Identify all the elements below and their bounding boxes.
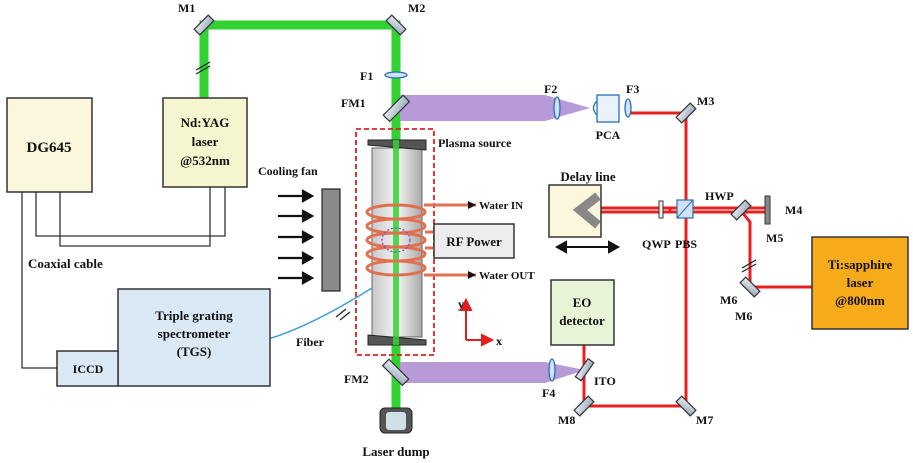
eo-label-line1: EO [573,295,592,310]
coil-leads [424,203,476,277]
mirror-fm2 [381,358,410,387]
mirror-m4 [764,195,771,225]
eo-label-line2: detector [559,313,605,328]
fiber [264,287,373,341]
cooling-fan [321,188,341,292]
m2-label: M2 [408,1,425,15]
water-out-label: Water OUT [479,270,535,282]
mirror-m6 [739,276,761,298]
eo-detector-box [550,279,615,346]
thz-beam-upper [400,95,590,121]
ndyag-label-line2: laser [192,134,219,149]
iccd-label: ICCD [73,362,104,376]
laser-dump-label: Laser dump [362,444,429,459]
plasma-glow [381,227,411,253]
tgs-label-line3: (TGS) [177,344,212,359]
mirror-ito [574,357,595,382]
mirror-m7 [675,395,697,417]
red-beam-break-mark [741,259,757,273]
m7-label: M7 [696,413,713,427]
red-beam-path [582,111,812,408]
retroreflector [572,192,601,229]
dg645-box [6,97,93,193]
m6-label-upper: M6 [720,293,737,307]
iccd-box [56,350,119,387]
coaxial-cable-label: Coaxial cable [28,256,103,271]
lens-f1 [384,71,408,79]
f3-label: F3 [626,82,639,96]
axis-y-label: y [458,297,464,311]
pca-label: PCA [596,128,621,142]
mirror-m3 [675,102,697,124]
mirror-m8 [573,395,595,417]
qwp [658,200,664,219]
ti-sapphire-laser-box [811,236,909,330]
m5-label: M5 [766,231,783,245]
coaxial-cables [21,187,226,369]
delay-line-arrow [554,240,621,254]
rf-power-box [433,223,515,259]
m4-label: M4 [785,203,802,217]
fiber-break-mark [335,308,351,321]
m8-label: M8 [558,413,575,427]
rf-coil [365,203,427,277]
lens-f3 [624,98,632,118]
water-arrows [468,201,476,279]
tgs-label-line2: spectrometer [158,326,231,341]
m1-label: M1 [178,1,195,15]
mirror-m1 [193,14,215,36]
mirror-fm1 [382,94,411,123]
ndyag-laser-box [162,97,248,188]
cooling-fan-label: Cooling fan [258,164,318,178]
m3-label: M3 [697,94,714,108]
fm1-label: FM1 [341,96,366,110]
ito-label: ITO [594,374,616,388]
coordinate-axes [459,297,495,347]
water-in-label: Water IN [479,200,523,212]
thz-beam-lower [400,362,585,383]
pbs-diagonal [676,199,694,219]
ti-label-line1: Ti:sapphire [828,257,893,272]
beam-break-mark [195,61,211,75]
hwp-label: HWP [705,189,734,203]
qwp-label: QWP [642,237,671,251]
plasma-source-label: Plasma source [438,136,512,150]
f2-label: F2 [544,82,557,96]
delay-line-label: Delay line [560,169,615,184]
rf-power-label: RF Power [446,234,502,249]
f4-label: F4 [542,386,555,400]
airflow-arrows [278,189,315,285]
ndyag-label-line1: Nd:YAG [181,115,230,130]
lens-f4 [548,358,556,382]
ndyag-label-line3: @532nm [180,153,230,168]
pbs-label: PBS [675,237,697,251]
ti-label-line3: @800nm [835,293,885,308]
fiber-label: Fiber [296,335,325,349]
f1-label: F1 [360,69,373,83]
tgs-label-line1: Triple grating [155,308,233,323]
axis-x-label: x [496,334,502,348]
tgs-box [117,288,271,387]
lens-f2 [553,96,561,120]
laser-dump-icon [379,407,413,434]
mirror-m5 [730,199,752,221]
lens-icons [384,71,632,382]
mirror-m2 [385,14,407,36]
pca-icon [592,94,620,123]
dg645-label: DG645 [27,140,72,156]
fm2-label: FM2 [344,372,369,386]
mirror-icons [193,14,761,417]
m6-label-lower: M6 [735,309,752,323]
ti-label-line2: laser [847,275,874,290]
